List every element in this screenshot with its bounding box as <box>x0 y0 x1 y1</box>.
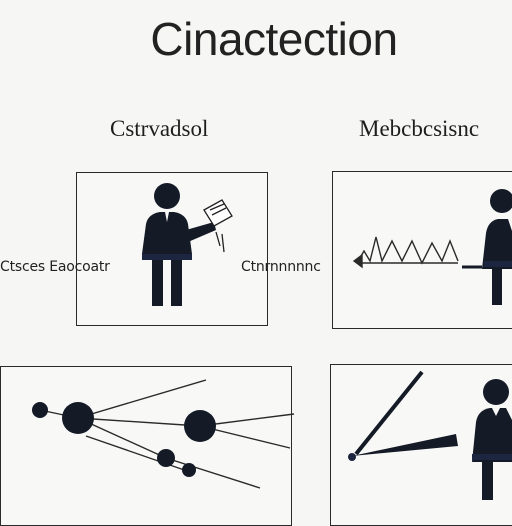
person-with-diploma-illustration <box>142 183 233 306</box>
person-icon <box>482 189 512 305</box>
caption-left: Ctsces Eaocoatr <box>0 259 110 275</box>
diploma-icon <box>203 199 233 253</box>
panel-bottom-left <box>0 366 292 526</box>
section-title-left: Cstrvadsol <box>110 116 209 141</box>
section-title-right: Mebcbcsisnc <box>359 116 480 141</box>
panel-top-right <box>332 171 512 329</box>
caption-middle: Ctnrnnnnnc <box>241 259 321 275</box>
network-icon <box>32 379 295 489</box>
pointer-icon <box>348 370 458 461</box>
wave-signal-illustration <box>352 189 512 305</box>
wave-icon <box>352 236 459 269</box>
person-icon <box>472 379 512 500</box>
page-title: Cinactection <box>150 13 398 65</box>
pointer-illustration <box>348 370 512 500</box>
network-illustration <box>32 379 295 489</box>
person-icon <box>142 183 216 306</box>
